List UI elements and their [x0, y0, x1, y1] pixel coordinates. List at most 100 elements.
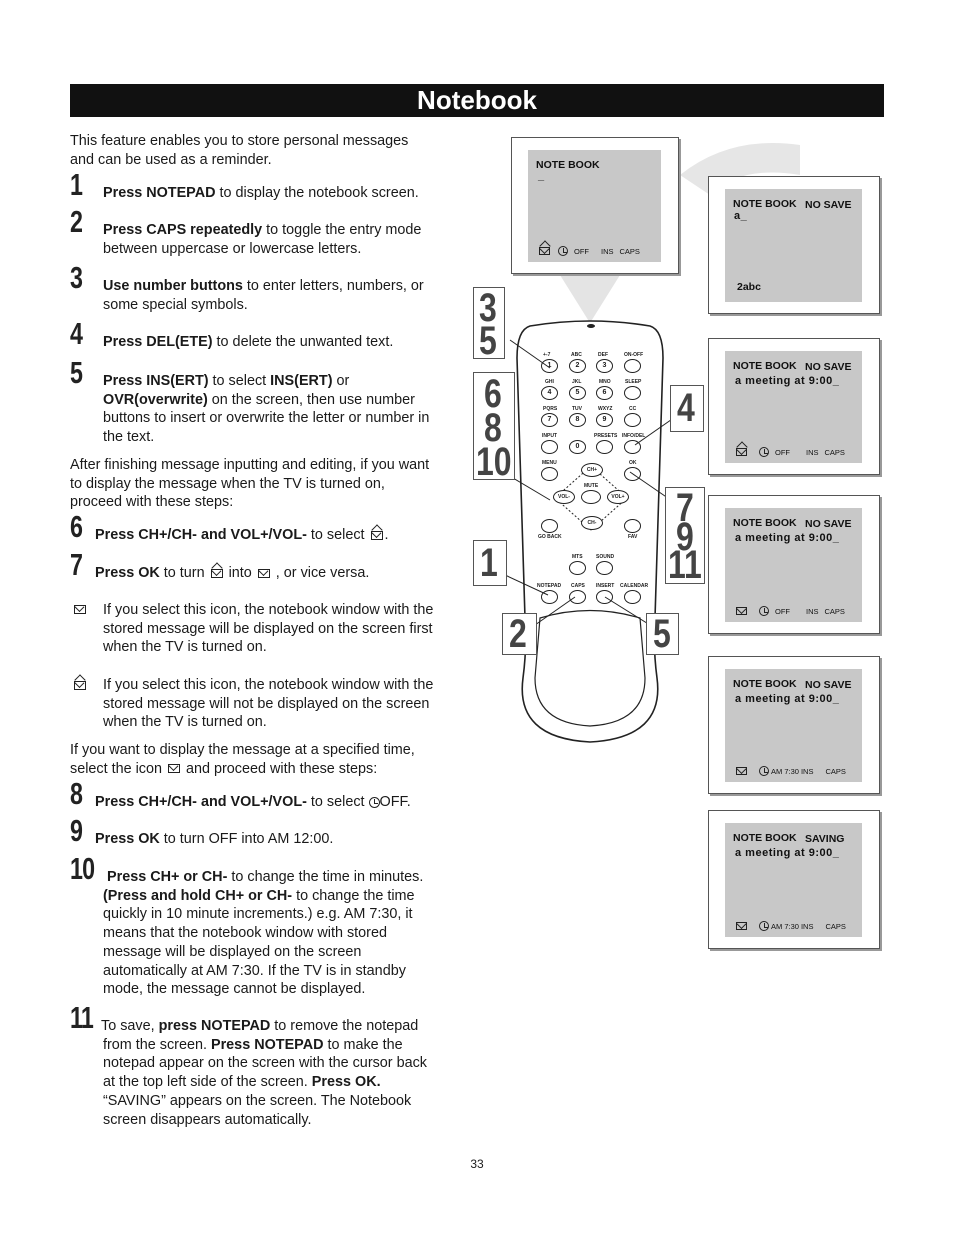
- screen-ins: INS: [806, 447, 819, 457]
- screen-ins: INS: [800, 921, 814, 931]
- step-text: to select: [306, 794, 369, 810]
- step-number: 3: [70, 260, 83, 295]
- screen-ins: INS: [601, 246, 614, 256]
- callout-number: 8: [484, 406, 502, 450]
- screen-caps: CAPS: [825, 766, 846, 776]
- page-number: 33: [470, 1157, 484, 1171]
- step-bold: Use number buttons: [103, 278, 243, 294]
- mute-button[interactable]: [581, 490, 601, 504]
- digit-3-button[interactable]: 3: [596, 359, 613, 373]
- button-label: TUV: [572, 406, 582, 412]
- insert-button[interactable]: [596, 590, 613, 604]
- screen-text: a meeting at 9:00_: [735, 693, 840, 705]
- vol-down-button[interactable]: VOL-: [553, 490, 575, 504]
- button-label: MNO: [599, 379, 611, 385]
- caps-button[interactable]: [569, 590, 586, 604]
- screen-status: NO SAVE: [805, 361, 852, 373]
- button-label: CALENDAR: [620, 583, 649, 589]
- fav-button[interactable]: [624, 519, 641, 533]
- page-title: Notebook: [70, 84, 884, 117]
- step-number: 2: [70, 204, 83, 239]
- step-number: 8: [70, 776, 83, 811]
- digit-9-button[interactable]: 9: [596, 413, 613, 427]
- step-text: to make the notepad appear on the screen…: [103, 1036, 427, 1091]
- sleep-button[interactable]: [624, 386, 641, 400]
- step-number: 5: [70, 355, 83, 390]
- remote-control: +-7 ABC DEF ON-OFF 1 2 3 GHI JKL MNO SLE…: [510, 322, 665, 740]
- step-number: 1: [70, 167, 83, 202]
- button-label: ON-OFF: [624, 352, 644, 358]
- step-text: “SAVING” appears on the screen. The Note…: [103, 1092, 412, 1128]
- digit-8-button[interactable]: 8: [569, 413, 586, 427]
- button-label: NOTEPAD: [537, 583, 562, 589]
- vol-up-button[interactable]: VOL+: [607, 490, 629, 504]
- screen-status: NO SAVE: [805, 679, 852, 691]
- screen-status-bar: OFF INS CAPS: [734, 447, 845, 457]
- envelope-closed-icon: [736, 767, 747, 775]
- screen-title: NOTE BOOK: [733, 360, 797, 372]
- step-bold: Press CH+ or CH-: [107, 869, 228, 885]
- step-number: 7: [70, 547, 83, 582]
- step-text: to enter letters, numbers, or some speci…: [103, 278, 424, 313]
- step-number: 10: [70, 851, 95, 886]
- callout-number: 2: [509, 612, 527, 656]
- screen-status: SAVING: [805, 833, 845, 845]
- step-text: on the screen, then use number buttons t…: [103, 391, 430, 446]
- clock-icon: [759, 766, 769, 776]
- sound-button[interactable]: [596, 561, 613, 575]
- button-label: FAV: [628, 534, 638, 540]
- button-label: INFO/DEL: [622, 433, 646, 439]
- digit-6-button[interactable]: 6: [596, 386, 613, 400]
- step-text: to delete the unwanted text.: [212, 334, 394, 350]
- step-text: To save,: [101, 1018, 159, 1034]
- specified-time-start: If you want to display the message at a …: [70, 742, 415, 777]
- step-text: to select: [208, 373, 271, 389]
- screen-status: NO SAVE: [805, 518, 852, 530]
- digit-5-button[interactable]: 5: [569, 386, 586, 400]
- go-back-button[interactable]: [541, 519, 558, 533]
- step-bold: Press OK: [95, 565, 160, 581]
- screen-status-bar: OFF INS CAPS: [537, 246, 640, 256]
- digit-2-button[interactable]: 2: [569, 359, 586, 373]
- callout-number: 9: [676, 515, 694, 559]
- callout-number: 10: [476, 440, 512, 484]
- clock-icon: [759, 921, 769, 931]
- envelope-closed-icon: [74, 605, 86, 614]
- screen-timer: OFF: [574, 246, 589, 256]
- mts-button[interactable]: [569, 561, 586, 575]
- button-label: DEF: [598, 352, 608, 358]
- step-number: 9: [70, 813, 83, 848]
- envelope-closed-icon: [736, 922, 747, 930]
- input-button[interactable]: [541, 440, 558, 454]
- callout-number: 6: [484, 372, 502, 416]
- menu-button[interactable]: [541, 467, 558, 481]
- button-label: MUTE: [584, 483, 599, 489]
- digit-1-button[interactable]: 1: [541, 359, 558, 373]
- step-bold: Press DEL(ETE): [103, 334, 213, 350]
- envelope-closed-icon: [257, 568, 270, 578]
- callout-number: 4: [677, 386, 695, 430]
- step-bold: (Press and hold CH+ or CH-: [103, 887, 293, 904]
- callout-box-6-8-10: 6 8 10: [473, 372, 515, 484]
- digit-4-button[interactable]: 4: [541, 386, 558, 400]
- ch-up-button[interactable]: CH+: [581, 463, 603, 477]
- calendar-button[interactable]: [624, 590, 641, 604]
- cc-button[interactable]: [624, 413, 641, 427]
- power-button[interactable]: [624, 359, 641, 373]
- presets-button[interactable]: [596, 440, 613, 454]
- step-number: 6: [70, 509, 83, 544]
- screen-timer: AM 7:30: [771, 766, 799, 776]
- step-text: to change the time in minutes.: [227, 869, 424, 885]
- specified-time-text: If you want to display the message at a …: [70, 741, 438, 778]
- step-text: to toggle the entry mode between upperca…: [103, 222, 422, 257]
- button-label: INPUT: [542, 433, 557, 439]
- envelope-open-icon: [370, 530, 383, 540]
- screen-text: a meeting at 9:00_: [735, 532, 840, 544]
- digit-7-button[interactable]: 7: [541, 413, 558, 427]
- button-label: SLEEP: [625, 379, 642, 385]
- envelope-open-icon: [210, 568, 223, 578]
- button-label: CAPS: [571, 583, 585, 589]
- ch-down-button[interactable]: CH-: [581, 516, 603, 530]
- digit-0-button[interactable]: 0: [569, 440, 586, 454]
- envelope-closed-icon: [736, 607, 747, 615]
